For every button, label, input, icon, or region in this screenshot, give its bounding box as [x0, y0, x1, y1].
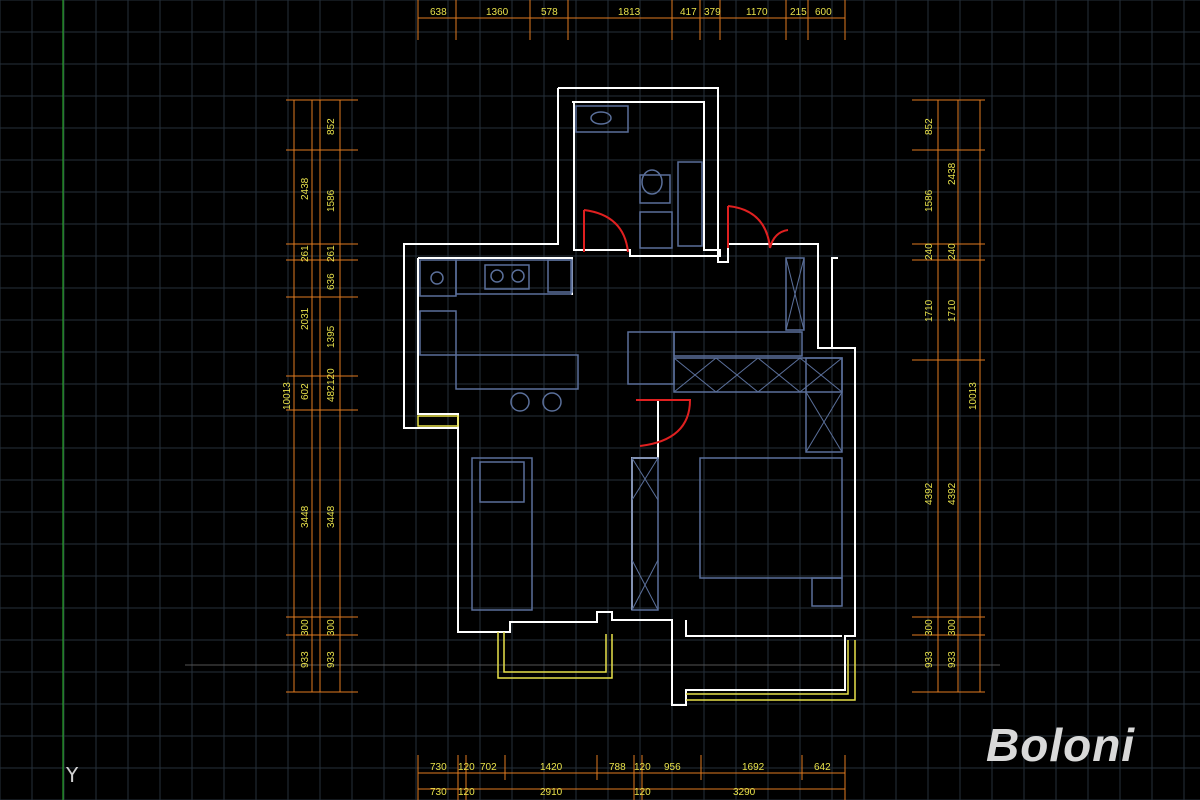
dim-top-7: 215	[790, 7, 807, 18]
sofa-cushion	[479, 461, 525, 503]
dim-right-inner-4: 4392	[924, 482, 935, 505]
dim-bottom1-0: 730	[430, 762, 447, 773]
dim-right-outer-4: 300	[947, 619, 958, 636]
dimension-lines	[286, 0, 985, 800]
kitchen-sink	[419, 259, 457, 297]
dim-right-inner-6: 933	[924, 651, 935, 668]
dim-left-inner-7: 3448	[326, 505, 337, 528]
gas-stove	[484, 264, 530, 290]
dim-bottom2-0: 730	[430, 787, 447, 798]
shower-cabinet	[677, 161, 703, 247]
dim-right-inner-3: 1710	[924, 299, 935, 322]
dim-bottom1-1: 120	[458, 762, 475, 773]
dim-right-inner-1: 1586	[924, 189, 935, 212]
door-swings	[583, 205, 789, 447]
dim-right-outer-5: 933	[947, 651, 958, 668]
dim-right-inner-2: 240	[924, 243, 935, 260]
bedroom-wardrobe	[673, 357, 843, 393]
dim-left-inner-8: 300	[326, 619, 337, 636]
side-cabinet	[419, 310, 457, 356]
side-wardrobe	[805, 357, 843, 453]
dim-bottom1-4: 788	[609, 762, 626, 773]
dim-left-outer-0: 2438	[300, 177, 311, 200]
dim-left-outer-6: 933	[300, 651, 311, 668]
cabinet-hatching	[631, 257, 843, 611]
dim-bottom1-5: 120	[634, 762, 651, 773]
dim-right-outer-2: 1710	[947, 299, 958, 322]
dim-left-inner-3: 636	[326, 273, 337, 290]
dim-left-outer-1: 261	[300, 245, 311, 262]
dim-top-3: 1813	[618, 7, 641, 18]
furniture-layout	[419, 105, 843, 611]
dining-counter	[455, 354, 579, 390]
dim-top-5: 379	[704, 7, 721, 18]
dim-bottom2-1: 120	[458, 787, 475, 798]
nightstand	[811, 577, 843, 607]
entry-cabinet	[785, 257, 805, 331]
dim-left-outer-5: 300	[300, 619, 311, 636]
dim-left-outer-2: 2031	[300, 307, 311, 330]
dim-left-inner-2: 261	[326, 245, 337, 262]
dim-bottom1-7: 1692	[742, 762, 765, 773]
dim-left-inner-1: 1586	[326, 189, 337, 212]
dim-left-inner-0: 852	[326, 118, 337, 135]
dim-bottom1-3: 1420	[540, 762, 563, 773]
dim-left-outer-4: 3448	[300, 505, 311, 528]
dim-right-outer-3: 4392	[947, 482, 958, 505]
dim-right-outer-1: 240	[947, 243, 958, 260]
sofa	[471, 457, 533, 611]
dim-bottom2-3: 120	[634, 787, 651, 798]
wardrobe-corner	[627, 331, 675, 385]
dimension-labels: 638 1360 578 1813 417 379 1170 215 600 7…	[282, 7, 979, 798]
dim-left-outer-3: 602	[300, 383, 311, 400]
dim-left-total: 10013	[282, 382, 293, 410]
dim-bottom2-4: 3290	[733, 787, 756, 798]
dim-top-2: 578	[541, 7, 558, 18]
ucs-axis-label: Y	[65, 763, 79, 787]
fridge	[547, 259, 573, 293]
double-bed	[699, 457, 843, 579]
wall-outlines	[403, 87, 856, 706]
dim-left-inner-9: 933	[326, 651, 337, 668]
dim-left-inner-6: 120	[326, 368, 337, 385]
dim-top-4: 417	[680, 7, 697, 18]
dim-top-0: 638	[430, 7, 447, 18]
dim-right-inner-5: 300	[924, 619, 935, 636]
dim-top-6: 1170	[746, 7, 768, 18]
top-wardrobe	[673, 331, 803, 357]
washing-machine	[639, 211, 673, 249]
dim-top-8: 600	[815, 7, 832, 18]
toilet	[639, 174, 671, 204]
dim-bottom1-6: 956	[664, 762, 681, 773]
dim-top-1: 1360	[486, 7, 509, 18]
tv-cabinet	[631, 457, 659, 611]
dim-bottom2-2: 2910	[540, 787, 563, 798]
dim-right-outer-0: 2438	[947, 162, 958, 185]
dim-bottom1-2: 702	[480, 762, 497, 773]
dim-left-inner-4: 1395	[326, 325, 337, 348]
kitchen-counter	[455, 259, 572, 295]
wash-basin	[575, 105, 629, 133]
dim-left-inner-5: 482	[326, 385, 337, 402]
brand-logo: Boloni	[986, 719, 1136, 771]
dim-right-inner-0: 852	[924, 118, 935, 135]
dim-bottom1-8: 642	[814, 762, 831, 773]
window-frames	[417, 415, 856, 701]
dim-right-total: 10013	[968, 382, 979, 410]
